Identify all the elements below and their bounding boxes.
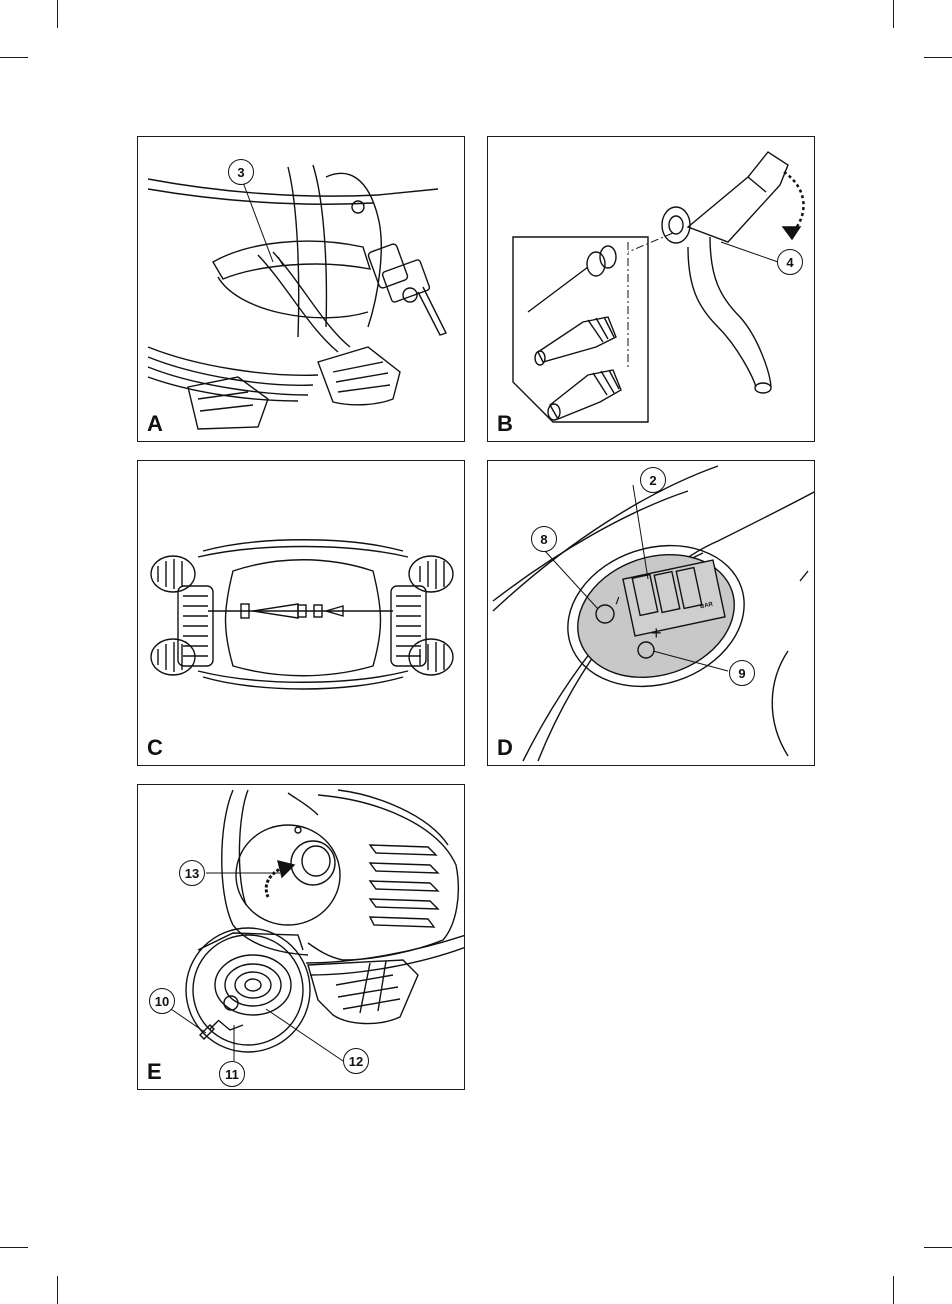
crop-mark — [57, 1276, 58, 1304]
panel-letter-a: A — [147, 413, 163, 435]
figure-panel-b: 4 B — [487, 136, 815, 442]
panel-letter-d: D — [497, 737, 513, 759]
figure-panel-c: C — [137, 460, 465, 766]
callout-8: 8 — [531, 526, 557, 552]
crop-mark — [924, 57, 952, 58]
compressor-underside-illustration — [138, 461, 465, 766]
callout-12: 12 — [343, 1048, 369, 1074]
crop-mark — [0, 57, 28, 58]
callout-2: 2 — [640, 467, 666, 493]
figure-panel-d: − + BAR 2 8 9 D — [487, 460, 815, 766]
crop-mark — [893, 1276, 894, 1304]
crop-mark — [924, 1247, 952, 1248]
callout-10: 10 — [149, 988, 175, 1014]
callout-9: 9 — [729, 660, 755, 686]
crop-mark — [0, 1247, 28, 1248]
figure-panel-e: 13 10 12 11 E — [137, 784, 465, 1090]
panel-letter-e: E — [147, 1061, 162, 1083]
callout-3: 3 — [228, 159, 254, 185]
hose-storage-illustration — [138, 137, 465, 442]
callout-13: 13 — [179, 860, 205, 886]
panel-letter-b: B — [497, 413, 513, 435]
filter-cover-illustration — [138, 785, 465, 1090]
crop-mark — [57, 0, 58, 28]
figure-panel-a: 3 A — [137, 136, 465, 442]
panel-letter-c: C — [147, 737, 163, 759]
callout-4: 4 — [777, 249, 803, 275]
plus-symbol: + — [651, 623, 662, 644]
callout-11: 11 — [219, 1061, 245, 1087]
valve-adapter-illustration — [488, 137, 815, 442]
digital-display-illustration — [488, 461, 815, 766]
crop-mark — [893, 0, 894, 28]
